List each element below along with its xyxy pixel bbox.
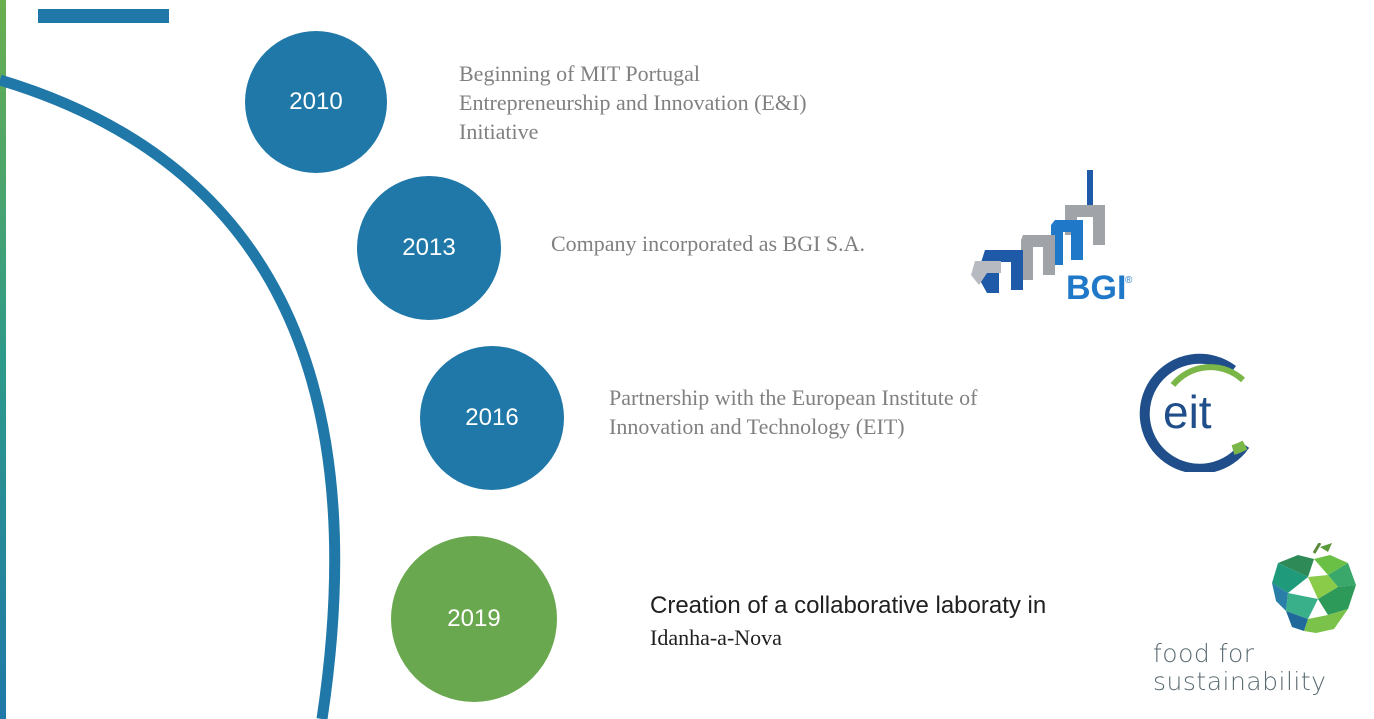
logo-line-1: food for [1153, 639, 1255, 668]
eit-logo: eit [1139, 353, 1250, 472]
bgi-logo: BGI ® [971, 170, 1133, 305]
milestone-line: Innovation and Technology (EIT) [609, 414, 905, 439]
logo-line-2: sustainability [1153, 667, 1327, 696]
milestone-line: Idanha-a-Nova [650, 625, 782, 650]
left-accent-strip [0, 0, 6, 719]
milestone-line: Partnership with the European Institute … [609, 385, 978, 410]
year-label: 2016 [465, 404, 519, 431]
year-circle-2010: 2010 [245, 31, 387, 173]
title-accent-bar [38, 9, 169, 23]
year-circle-2013: 2013 [357, 176, 501, 320]
food-for-sustainability-wordmark: food for sustainability [1153, 640, 1326, 696]
milestone-line: Creation of a collaborative laboraty in [650, 592, 1047, 619]
milestone-2010-text: Beginning of MIT Portugal Entrepreneursh… [459, 59, 807, 146]
milestone-2013-text: Company incorporated as BGI S.A. [551, 229, 865, 258]
milestone-line: Initiative [459, 119, 539, 144]
milestone-line: Entrepreneurship and Innovation (E&I) [459, 90, 807, 115]
year-circle-2016: 2016 [420, 346, 564, 490]
year-label: 2019 [447, 605, 501, 632]
apple-icon [1272, 543, 1356, 633]
milestone-2019-text: Creation of a collaborative laboraty in … [650, 590, 1046, 654]
eit-wordmark: eit [1163, 386, 1212, 438]
milestone-2016-text: Partnership with the European Institute … [609, 383, 977, 441]
milestone-line: Company incorporated as BGI S.A. [551, 231, 866, 256]
bgi-wordmark: BGI [1066, 269, 1126, 305]
registered-mark: ® [1125, 275, 1133, 286]
year-label: 2013 [402, 234, 456, 261]
milestone-line: Beginning of MIT Portugal [459, 61, 700, 86]
year-label: 2010 [289, 88, 343, 115]
year-circle-2019: 2019 [391, 536, 557, 702]
